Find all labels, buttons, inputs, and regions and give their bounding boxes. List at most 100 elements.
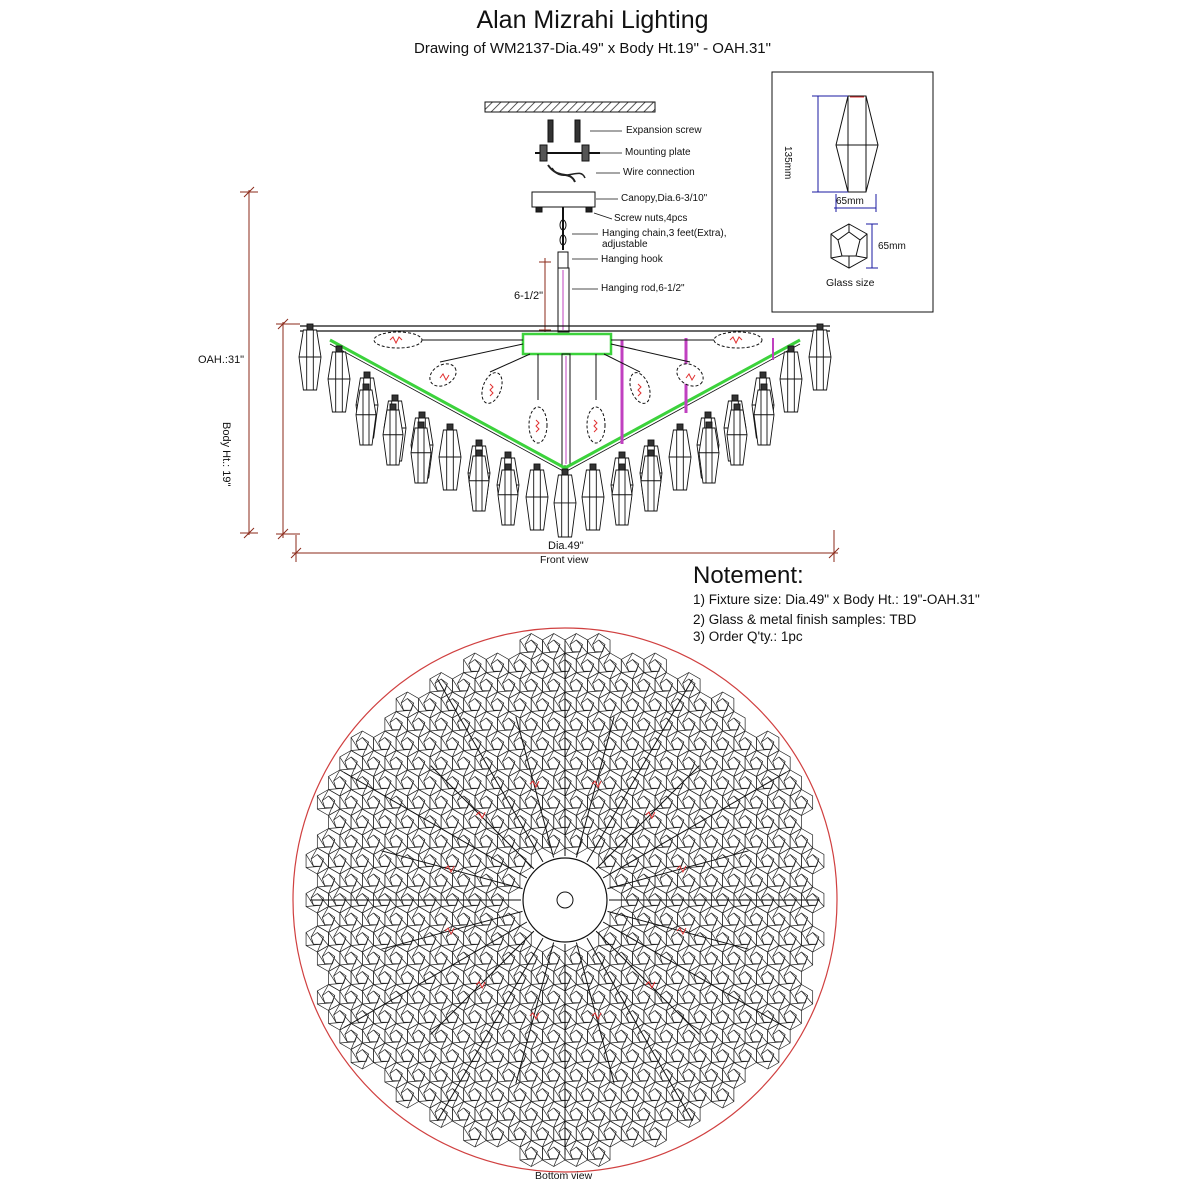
bulb-marker bbox=[475, 811, 486, 820]
hex-crystal bbox=[654, 867, 678, 894]
hex-crystal bbox=[497, 906, 521, 933]
hex-crystal bbox=[564, 1101, 588, 1128]
hex-crystal bbox=[384, 945, 408, 972]
hex-crystal bbox=[384, 1062, 408, 1089]
hex-crystal bbox=[440, 1042, 465, 1070]
hex-crystal bbox=[429, 1023, 453, 1050]
radial-arm bbox=[602, 772, 787, 879]
hex-crystal bbox=[564, 633, 588, 660]
hex-crystal bbox=[452, 984, 476, 1011]
hex-crystal bbox=[711, 769, 735, 797]
hex-crystal bbox=[316, 867, 341, 894]
crystal-pendant bbox=[698, 421, 720, 484]
bulb-marker bbox=[591, 780, 602, 789]
hex-crystal bbox=[485, 1081, 510, 1109]
hex-crystal bbox=[587, 672, 611, 699]
oah-dimension: OAH.:31" bbox=[198, 354, 245, 366]
radial-arm bbox=[515, 716, 555, 858]
hex-crystal bbox=[429, 906, 453, 933]
hex-crystal bbox=[474, 1101, 498, 1128]
hex-crystal bbox=[485, 964, 510, 992]
hex-crystal bbox=[699, 711, 723, 738]
hex-crystal bbox=[316, 789, 341, 816]
hex-crystal bbox=[474, 672, 498, 699]
hex-crystal bbox=[395, 691, 419, 719]
hex-crystal bbox=[395, 730, 419, 758]
crystal-pendant bbox=[355, 383, 377, 446]
hex-crystal bbox=[350, 964, 374, 992]
hex-crystal bbox=[519, 633, 543, 660]
hex-crystal bbox=[440, 769, 465, 797]
hex-crystal bbox=[373, 1003, 397, 1031]
hex-crystal bbox=[756, 847, 780, 875]
hex-crystal bbox=[508, 769, 532, 797]
hex-crystal bbox=[778, 925, 802, 953]
hex-crystal bbox=[722, 1023, 746, 1050]
hex-crystal bbox=[744, 984, 768, 1011]
hex-crystal bbox=[508, 847, 532, 875]
hex-crystal bbox=[756, 925, 780, 953]
bulb-marker bbox=[591, 1012, 602, 1021]
hex-crystal bbox=[598, 652, 622, 680]
hex-crystal bbox=[485, 1042, 510, 1070]
hex-crystal bbox=[519, 1140, 543, 1167]
hex-crystal bbox=[620, 964, 645, 992]
hex-crystal bbox=[429, 789, 453, 816]
radial-arm bbox=[381, 910, 523, 950]
hex-crystal bbox=[688, 691, 712, 719]
hex-crystal bbox=[665, 769, 690, 797]
hex-crystal bbox=[575, 1081, 600, 1109]
bulb-marker bbox=[676, 865, 687, 874]
hex-crystal bbox=[688, 769, 712, 797]
hex-crystal bbox=[463, 925, 487, 953]
ceiling-mount bbox=[484, 101, 656, 333]
hex-crystal bbox=[756, 1042, 780, 1070]
hex-crystal bbox=[722, 945, 746, 972]
hex-crystal bbox=[744, 945, 768, 972]
hex-crystal bbox=[654, 789, 678, 816]
hex-crystal bbox=[767, 867, 791, 894]
hex-crystal bbox=[328, 808, 352, 836]
hex-crystal bbox=[497, 945, 521, 972]
crystal-pendant bbox=[298, 323, 322, 391]
hex-crystal bbox=[767, 945, 791, 972]
hex-crystal bbox=[328, 769, 352, 797]
hex-crystal bbox=[744, 750, 768, 777]
hex-crystal bbox=[339, 828, 363, 855]
hex-crystal bbox=[767, 1023, 791, 1050]
hex-crystal bbox=[722, 1062, 746, 1089]
glass-height-label: 135mm bbox=[782, 146, 793, 180]
hex-crystal bbox=[497, 867, 521, 894]
hex-crystal bbox=[620, 1120, 645, 1148]
hex-crystal bbox=[519, 1062, 543, 1089]
hex-crystal bbox=[339, 945, 363, 972]
hex-crystal bbox=[665, 808, 690, 836]
hex-crystal bbox=[699, 867, 723, 894]
callout-hanging-chain: Hanging chain,3 feet(Extra), adjustable bbox=[602, 228, 727, 250]
radial-arm bbox=[343, 772, 528, 879]
hex-crystal bbox=[654, 1023, 678, 1050]
hex-crystal bbox=[395, 1042, 419, 1070]
hex-crystal bbox=[575, 652, 600, 680]
hex-crystal bbox=[699, 906, 723, 933]
hex-crystal bbox=[654, 672, 678, 699]
hex-crystal bbox=[407, 1062, 431, 1089]
hex-crystal bbox=[418, 730, 442, 758]
glass-size-caption: Glass size bbox=[826, 277, 875, 289]
hex-crystal bbox=[305, 925, 329, 953]
hex-crystal bbox=[542, 633, 566, 660]
hex-crystal bbox=[564, 672, 588, 699]
hex-crystal bbox=[778, 847, 802, 875]
hex-crystal bbox=[485, 808, 510, 836]
callout-wire-connection: Wire connection bbox=[623, 167, 695, 178]
hex-crystal bbox=[677, 1062, 701, 1089]
hex-crystal bbox=[756, 808, 780, 836]
hex-crystal bbox=[407, 906, 431, 933]
hex-crystal bbox=[575, 1042, 600, 1070]
hex-crystal bbox=[542, 1062, 566, 1089]
hex-crystal bbox=[722, 828, 746, 855]
hex-crystal bbox=[620, 730, 645, 758]
hex-crystal bbox=[395, 769, 419, 797]
hex-crystal bbox=[665, 1003, 690, 1031]
